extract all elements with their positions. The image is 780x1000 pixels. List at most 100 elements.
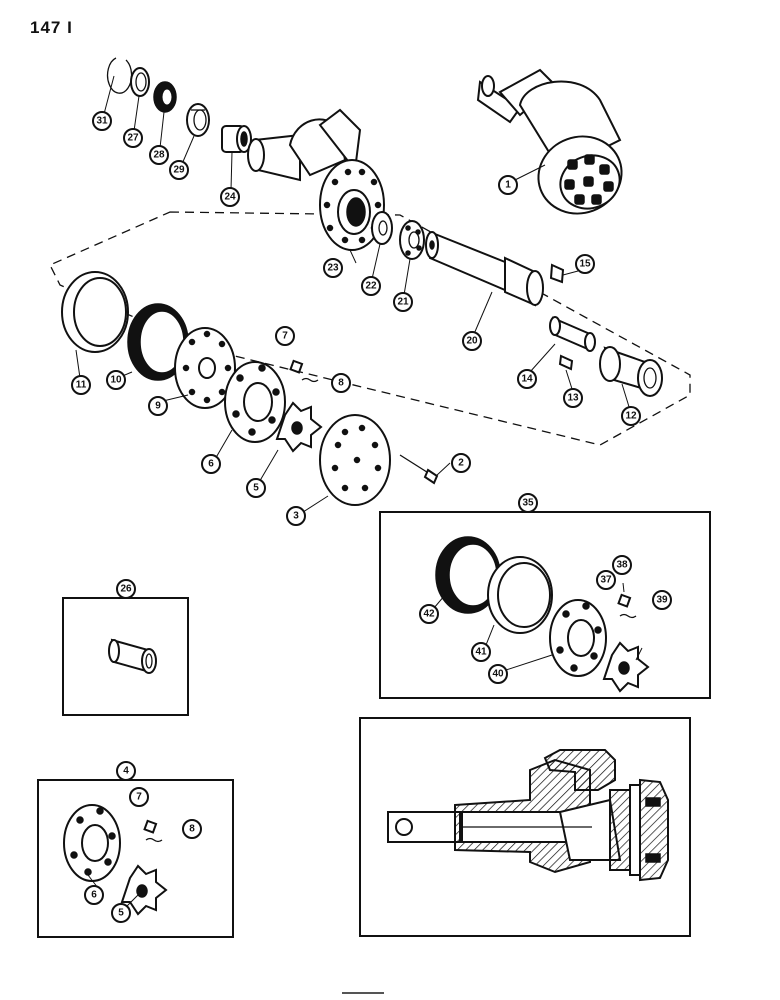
spring-8 <box>301 377 319 383</box>
kit-35-frame <box>379 511 711 699</box>
callout-10: 10 <box>106 370 126 390</box>
svg-text:7: 7 <box>282 331 288 342</box>
key-15 <box>549 263 565 284</box>
end-cap-3 <box>319 414 391 506</box>
svg-text:6: 6 <box>91 890 97 901</box>
rotor-39 <box>602 641 650 693</box>
callout-7-kit: 7 <box>129 787 149 807</box>
svg-text:4: 4 <box>123 766 129 777</box>
svg-text:11: 11 <box>76 380 87 391</box>
svg-text:5: 5 <box>118 908 124 919</box>
svg-text:13: 13 <box>567 393 579 404</box>
callout-8-kit: 8 <box>182 819 202 839</box>
bearing-12 <box>599 346 663 397</box>
spring-37 <box>619 613 637 619</box>
ring-41 <box>487 556 553 634</box>
callout-1: 1 <box>498 175 518 195</box>
rotor-5 <box>275 401 323 453</box>
callout-29: 29 <box>169 160 189 180</box>
callout-6-kit: 6 <box>84 885 104 905</box>
callout-41: 41 <box>471 642 491 662</box>
washer-22 <box>371 211 393 245</box>
callout-28: 28 <box>149 145 169 165</box>
callout-37: 37 <box>596 570 616 590</box>
svg-text:23: 23 <box>327 263 339 274</box>
callout-4: 4 <box>116 761 136 781</box>
thrust-bearing-21 <box>399 220 425 260</box>
svg-text:20: 20 <box>466 336 478 347</box>
svg-text:22: 22 <box>365 281 377 292</box>
svg-text:7: 7 <box>136 792 142 803</box>
callout-14: 14 <box>517 369 537 389</box>
seal-ring-10 <box>127 303 189 381</box>
svg-text:14: 14 <box>521 374 533 385</box>
svg-text:3: 3 <box>293 511 299 522</box>
leader-lines <box>75 75 643 908</box>
seal-ring-42 <box>435 536 501 614</box>
svg-text:2: 2 <box>458 458 464 469</box>
svg-text:21: 21 <box>397 297 409 308</box>
rotor-5-kit <box>120 864 168 916</box>
svg-text:39: 39 <box>656 595 668 606</box>
svg-text:12: 12 <box>625 411 637 422</box>
bearing-24 <box>221 125 252 153</box>
pin-13 <box>558 354 574 371</box>
callout-31: 31 <box>92 111 112 131</box>
callout-21: 21 <box>393 292 413 312</box>
callout-8: 8 <box>331 373 351 393</box>
svg-text:6: 6 <box>208 459 214 470</box>
spring-8-kit <box>145 837 163 843</box>
svg-text:24: 24 <box>224 192 236 203</box>
pin-14 <box>549 316 596 352</box>
cutaway-section-icon <box>387 749 669 882</box>
svg-text:42: 42 <box>423 609 435 620</box>
bolt-2 <box>399 454 439 485</box>
callout-5: 5 <box>246 478 266 498</box>
callout-22: 22 <box>361 276 381 296</box>
callout-40: 40 <box>488 664 508 684</box>
svg-text:26: 26 <box>120 584 132 595</box>
plate-9 <box>174 327 236 409</box>
svg-text:40: 40 <box>492 669 504 680</box>
subassembly-dashed-outline <box>49 211 691 446</box>
retaining-ring-31 <box>106 57 133 94</box>
svg-text:5: 5 <box>253 483 259 494</box>
drive-shaft-20 <box>425 230 544 307</box>
callout-12: 12 <box>621 406 641 426</box>
seal-28 <box>153 81 177 113</box>
callout-15: 15 <box>575 254 595 274</box>
sleeve-26 <box>108 638 157 674</box>
callout-27: 27 <box>123 128 143 148</box>
svg-text:1: 1 <box>505 180 511 191</box>
callout-2: 2 <box>451 453 471 473</box>
callout-5-kit: 5 <box>111 903 131 923</box>
vane-38 <box>617 593 632 608</box>
callout-26: 26 <box>116 579 136 599</box>
callout-20: 20 <box>462 331 482 351</box>
callout-38: 38 <box>612 555 632 575</box>
callout-9: 9 <box>148 396 168 416</box>
ring-11 <box>61 271 129 353</box>
callout-35: 35 <box>518 493 538 513</box>
housing-23 <box>247 108 385 251</box>
bushing-29 <box>186 103 210 137</box>
svg-text:37: 37 <box>600 575 612 586</box>
svg-text:41: 41 <box>475 647 487 658</box>
svg-text:35: 35 <box>522 498 534 509</box>
washer-27 <box>130 67 150 97</box>
callout-11: 11 <box>71 375 91 395</box>
svg-text:31: 31 <box>96 116 108 127</box>
ring-gear-6 <box>224 361 286 443</box>
svg-text:15: 15 <box>579 259 591 270</box>
svg-text:8: 8 <box>189 824 195 835</box>
page-title: 147 I <box>30 18 73 37</box>
callout-3: 3 <box>286 506 306 526</box>
ring-gear-40 <box>549 599 607 677</box>
callout-42: 42 <box>419 604 439 624</box>
callout-23: 23 <box>323 258 343 278</box>
callout-24: 24 <box>220 187 240 207</box>
callout-13: 13 <box>563 388 583 408</box>
vane-7-kit <box>143 819 158 834</box>
cross-section-frame <box>359 717 691 937</box>
